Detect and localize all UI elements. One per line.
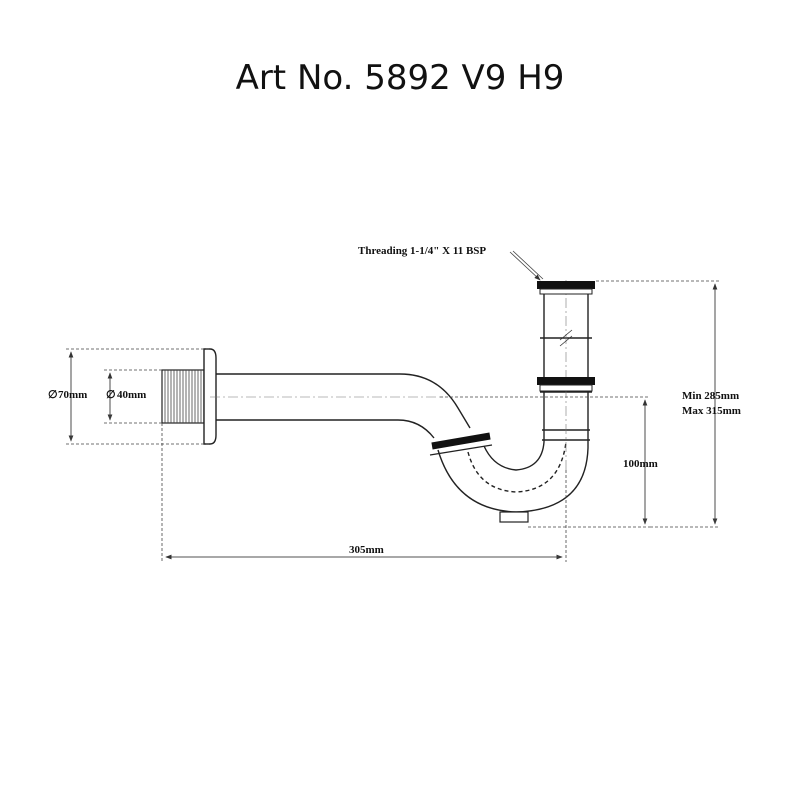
height-max-label: Max 315mm — [682, 405, 741, 417]
u-bend — [437, 441, 589, 513]
outer-diameter-symbol: ∅ — [48, 389, 58, 401]
inner-diameter-label: 40mm — [117, 389, 146, 401]
drain-plug — [499, 511, 529, 523]
length-dimension — [161, 423, 567, 562]
threaded-inlet — [161, 369, 205, 424]
bend-ring — [429, 432, 493, 456]
outer-diameter-dimension — [66, 348, 210, 445]
length-label: 305mm — [349, 544, 384, 556]
middle-ring — [537, 377, 595, 392]
drop-dimension — [440, 396, 650, 528]
height-min-label: Min 285mm — [682, 390, 739, 402]
horizontal-pipe — [210, 373, 471, 439]
height-dimension — [596, 280, 720, 528]
threading-label: Threading 1-1/4" X 11 BSP — [358, 245, 486, 257]
threading-leader — [509, 250, 544, 281]
drop-label: 100mm — [623, 458, 658, 470]
inner-diameter-dimension — [104, 369, 162, 424]
wall-flange — [203, 348, 217, 445]
inner-diameter-symbol: ∅ — [106, 389, 116, 401]
vertical-pipe — [540, 280, 592, 470]
top-ring — [537, 281, 595, 295]
page-title: Art No. 5892 V9 H9 — [235, 58, 565, 98]
outer-diameter-label: 70mm — [58, 389, 87, 401]
